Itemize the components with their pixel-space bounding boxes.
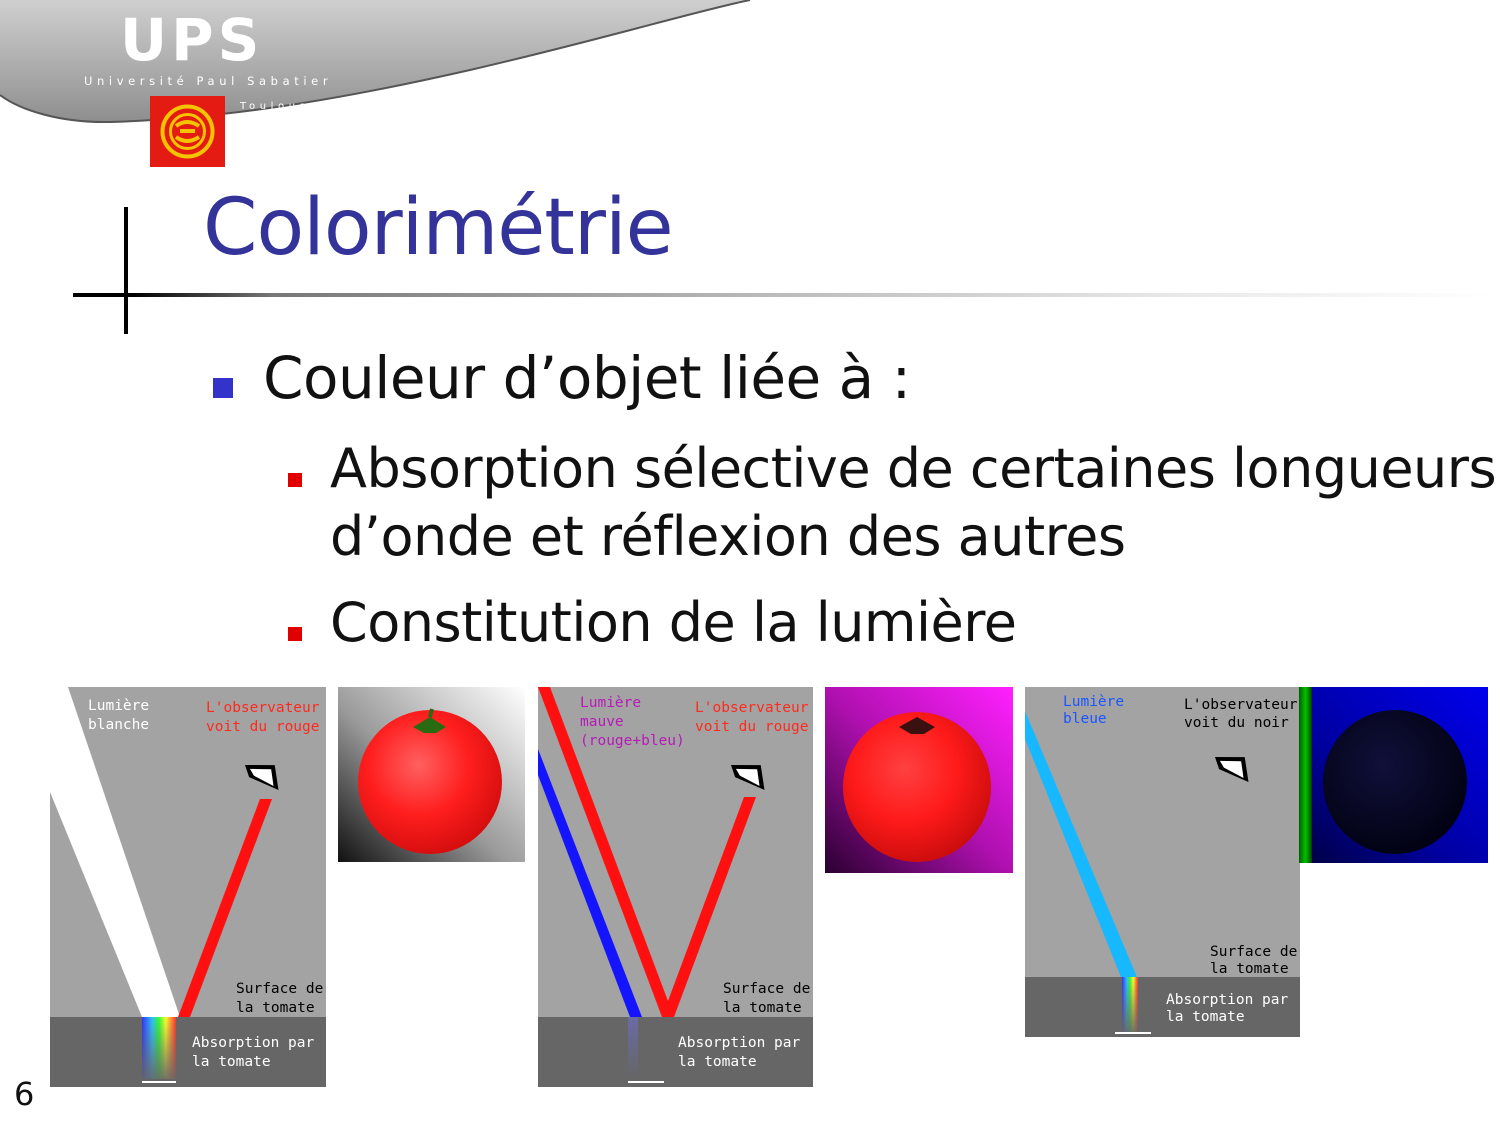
tomato-photo-mauve-light	[825, 687, 1013, 873]
surface-label-line2: la tomate	[723, 1000, 802, 1016]
header-swoosh	[0, 0, 751, 124]
observer-label-line2: voit du rouge	[206, 719, 320, 735]
diagram-mauve-light: Lumière mauve (rouge+bleu) L'observateur…	[538, 687, 813, 1087]
bullet-square-level2	[288, 473, 302, 487]
surface-label-line2: la tomate	[1210, 961, 1289, 977]
title-vertical-rule	[124, 207, 128, 334]
bullet-text-absorption-line1: Absorption sélective de certaines longue…	[330, 437, 1497, 500]
absorption-label-line1: Absorption par	[1166, 992, 1289, 1008]
light-label-line1: Lumière	[580, 695, 642, 711]
bullet-text-constitution: Constitution de la lumière	[330, 591, 1017, 654]
bullet-text-absorption-line2: d’onde et réflexion des autres	[330, 505, 1126, 568]
bullet-square-level2	[288, 627, 302, 641]
slide-title: Colorimétrie	[203, 183, 674, 273]
observer-label-line1: L'observateur	[1184, 697, 1298, 713]
tomato-photo-blue-light	[1299, 687, 1488, 863]
light-label-line2: blanche	[88, 717, 150, 733]
light-label-line3: (rouge+bleu)	[580, 733, 685, 749]
absorption-label-line1: Absorption par	[678, 1035, 801, 1051]
absorption-label-line2: la tomate	[1166, 1009, 1245, 1025]
diagram-white-light: Lumière blanche L'observateur voit du ro…	[50, 687, 326, 1087]
absorption-label-line2: la tomate	[678, 1054, 757, 1070]
surface-label-line1: Surface de	[1210, 944, 1298, 960]
bullet-square-level1	[213, 378, 233, 398]
surface-label-line1: Surface de	[236, 981, 324, 997]
diagram-blue-light: Lumière bleue L'observateur voit du noir…	[1025, 687, 1300, 1037]
light-label-line2: bleue	[1063, 711, 1107, 727]
absorption-label-line2: la tomate	[192, 1054, 271, 1070]
surface-label-line2: la tomate	[236, 1000, 315, 1016]
tomato-photo-white-light	[338, 687, 525, 862]
absorption-label-line1: Absorption par	[192, 1035, 315, 1051]
university-emblem-icon	[150, 96, 225, 167]
observer-label-line1: L'observateur	[695, 700, 809, 716]
observer-label-line2: voit du noir	[1184, 715, 1289, 731]
light-label-line1: Lumière	[1063, 694, 1125, 710]
university-name: Université Paul Sabatier	[84, 74, 333, 88]
title-horizontal-rule	[73, 293, 1493, 297]
slide-number: 6	[14, 1075, 35, 1113]
university-city: Toulouse 3	[240, 101, 340, 112]
surface-label-line1: Surface de	[723, 981, 811, 997]
light-label-line1: Lumière	[88, 698, 150, 714]
bullet-text-couleur: Couleur d’objet liée à :	[263, 344, 911, 412]
observer-label-line2: voit du rouge	[695, 719, 809, 735]
observer-label-line1: L'observateur	[206, 700, 320, 716]
light-label-line2: mauve	[580, 714, 624, 730]
ups-logo-text: UPS	[120, 6, 264, 74]
